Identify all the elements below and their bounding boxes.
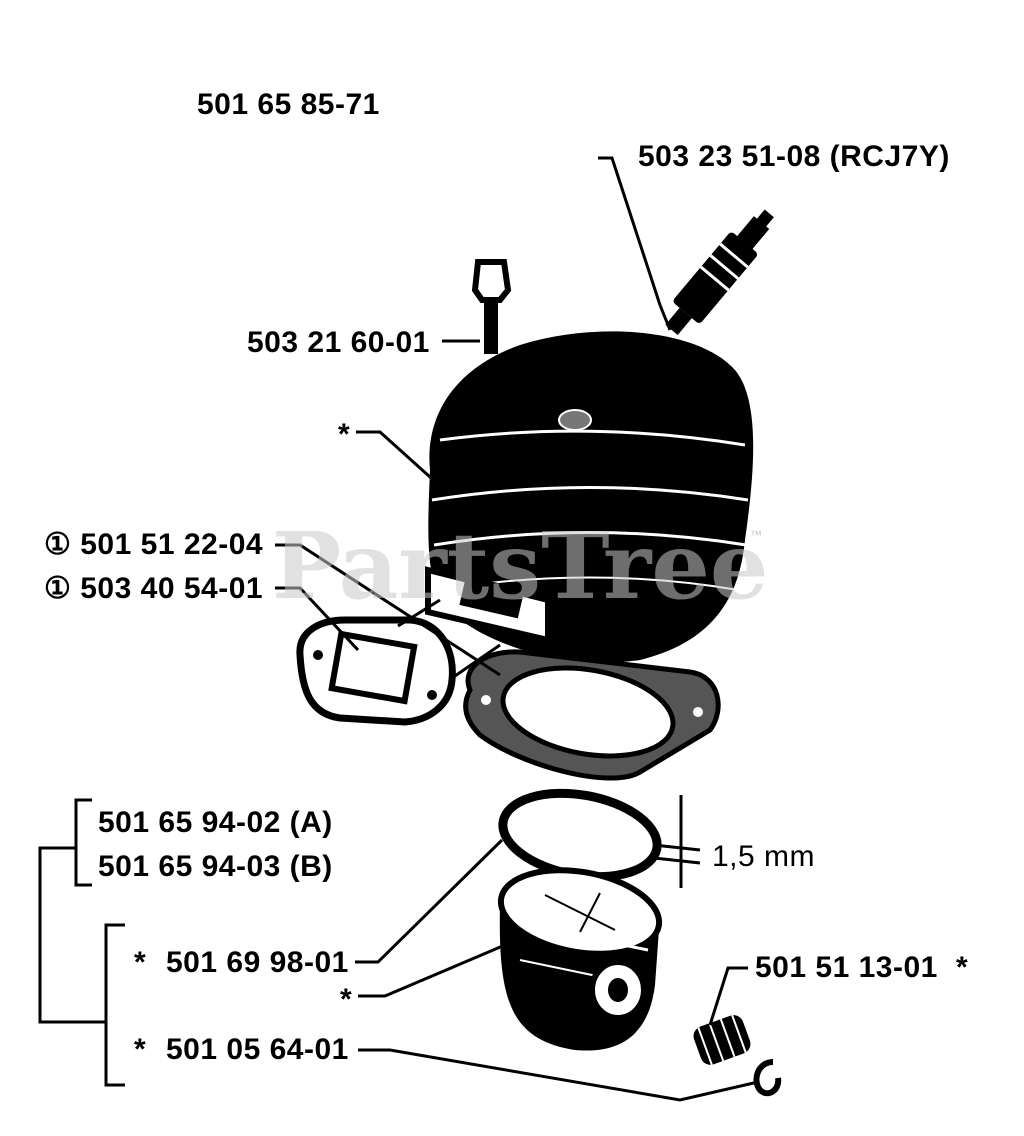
label-ring-thickness: 1,5 mm	[712, 840, 816, 873]
label-piston-star: *	[340, 983, 353, 1016]
piston-drawing	[497, 867, 663, 1051]
label-pin-star: *	[134, 1033, 147, 1066]
label-bearing-star: *	[956, 951, 969, 984]
watermark-trademark: ™	[750, 528, 762, 542]
gasket-2-number: 503 40 54-01	[80, 572, 264, 605]
label-pin-part: 501 05 64-01	[166, 1033, 349, 1066]
circled-one-marker: ①	[44, 572, 72, 605]
label-ring-part: 501 69 98-01	[166, 946, 349, 979]
leader-lines	[38, 156, 759, 1102]
exhaust-gasket-drawing	[296, 616, 456, 726]
label-spark-plug: 503 23 51-08 (RCJ7Y)	[638, 140, 950, 173]
label-cylinder-kit: 501 65 85-71	[197, 88, 380, 121]
bolt-drawing	[471, 259, 512, 392]
label-ring-a: 501 65 94-02 (A)	[98, 806, 333, 839]
circled-one-marker: ①	[44, 528, 72, 561]
bearing-drawing	[693, 1014, 751, 1066]
base-gasket-drawing	[463, 649, 721, 781]
spark-plug-drawing	[665, 209, 774, 335]
label-gasket-2: ① 503 40 54-01	[44, 574, 263, 604]
watermark: PartsTree	[272, 512, 769, 620]
cylinder-drawing	[425, 331, 754, 663]
label-cylinder-star: *	[338, 418, 351, 451]
gasket-1-number: 501 51 22-04	[80, 528, 264, 561]
label-ring-b: 501 65 94-03 (B)	[98, 850, 333, 883]
label-ring-star: *	[134, 946, 147, 979]
label-gasket-1: ① 501 51 22-04	[44, 530, 263, 560]
label-bolt: 503 21 60-01	[247, 326, 430, 359]
label-bearing-part: 501 51 13-01	[755, 951, 938, 984]
circlip-drawing	[753, 1059, 782, 1097]
